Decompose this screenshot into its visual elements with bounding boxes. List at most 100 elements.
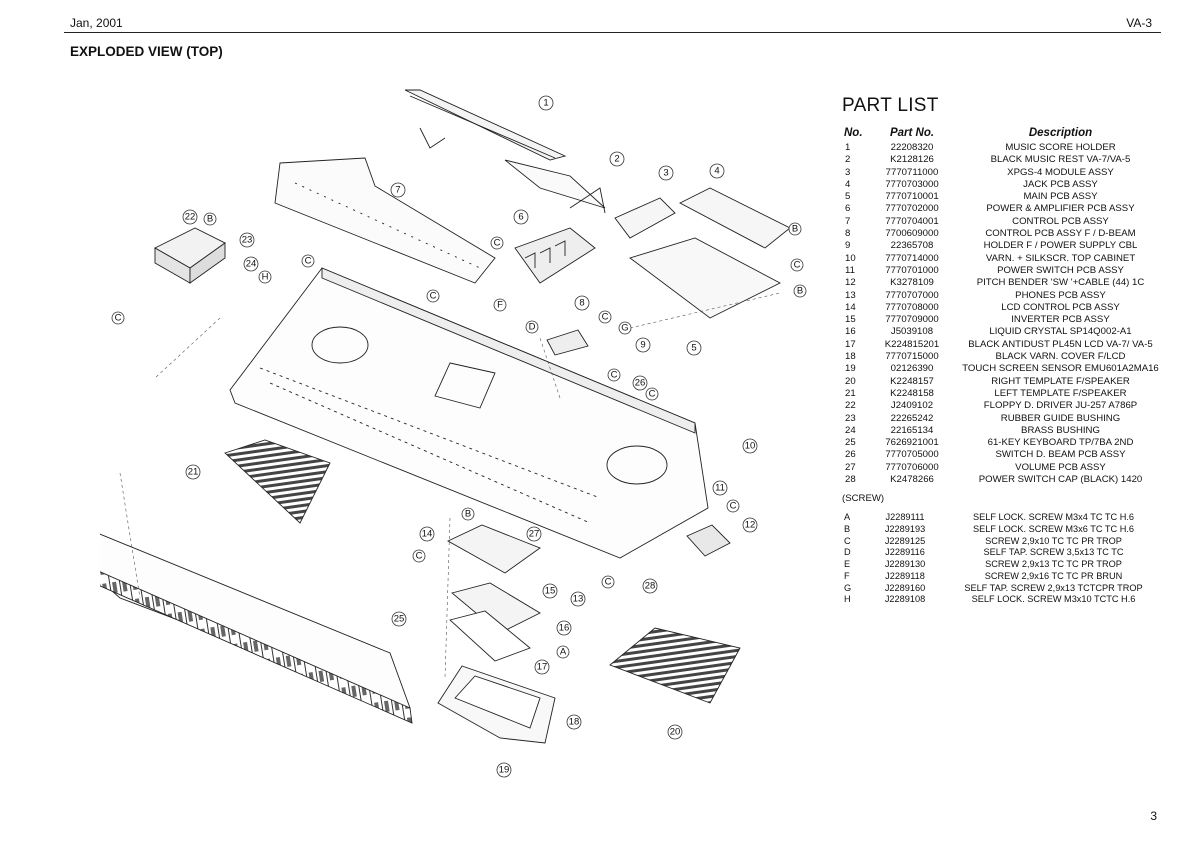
part-code: J2409102 [890,400,934,412]
callout-6: 6 [513,209,529,225]
part-number-index: 13 [845,289,856,301]
part-code: 7770710001 [885,191,939,203]
keyboard-shape [79,529,413,724]
part-description: SELF LOCK. SCREW M3x4 TC TC H.6 [973,512,1134,523]
svg-text:H: H [262,272,269,283]
part-number-index: G [844,582,852,593]
callout-25: 25 [391,611,407,627]
part-code: 7770714000 [885,252,939,264]
lcd-pcb-shape [447,524,541,574]
part-code: 7770707000 [885,289,939,301]
right-grille-shape [609,627,741,704]
part-list-header: No. Part No. Description [842,127,1167,139]
callout-H: H [258,270,272,284]
svg-text:17: 17 [537,662,548,673]
svg-text:C: C [115,313,122,324]
part-description: SCREW 2,9x10 TC TC PR TROP [985,535,1122,546]
svg-text:9: 9 [640,340,645,351]
part-number-index: 17 [845,338,856,350]
callout-C-10: C [412,549,426,563]
part-description: POWER & AMPLIFIER PCB ASSY [986,203,1135,215]
part-code: 02126390 [890,363,934,375]
svg-text:B: B [797,286,803,297]
callout-12: 12 [742,517,758,533]
svg-text:18: 18 [569,717,580,728]
part-description: INVERTER PCB ASSY [1011,314,1110,326]
svg-text:8: 8 [579,298,584,309]
part-list-title: PART LIST [842,95,939,116]
callout-C-5: C [598,310,612,324]
callout-15: 15 [542,583,558,599]
svg-text:20: 20 [670,727,681,738]
svg-text:B: B [792,224,798,235]
part-description: POWER SWITCH PCB ASSY [997,264,1124,276]
part-number-index: 18 [845,351,856,363]
header-model: VA-3 [1126,16,1152,30]
part-number-index: 27 [845,461,856,473]
part-code: 22265242 [890,412,934,424]
callout-28: 28 [642,578,658,594]
part-number-index: A [844,512,851,523]
part-description: LCD CONTROL PCB ASSY [1001,301,1120,313]
part-code: K2478266 [890,474,934,486]
part-code: 7770704001 [885,215,939,227]
part-code: 7770715000 [885,351,939,363]
callout-5: 5 [686,340,702,356]
svg-text:C: C [605,577,612,588]
part-description: LIQUID CRYSTAL SP14Q002-A1 [989,326,1132,338]
callout-21: 21 [185,464,201,480]
part-description: MAIN PCB ASSY [1023,191,1098,203]
callout-C-2: C [301,254,315,268]
svg-text:C: C [611,370,618,381]
part-code: J2289118 [885,570,925,581]
part-code: J2289130 [884,559,926,570]
callout-D: D [525,320,539,334]
part-number-index: 4 [845,178,851,190]
part-code: J2289111 [885,512,925,523]
svg-text:24: 24 [246,259,257,270]
svg-text:10: 10 [745,441,756,452]
callout-22: 22 [182,209,198,225]
part-code: K224815201 [884,338,940,350]
callout-8: 8 [574,295,590,311]
callout-C-4: C [490,236,504,250]
svg-text:C: C [794,260,801,271]
part-number-index: 15 [845,314,856,326]
callout-1: 1 [538,95,554,111]
svg-text:12: 12 [745,520,756,531]
exploded-view-diagram: 1 2 3 4 5 6 7 8 9 10 11 12 13 14 15 16 1… [79,78,820,793]
svg-text:6: 6 [518,212,523,223]
part-number-index: 6 [845,203,851,215]
callout-9: 9 [635,337,651,353]
part-description: XPGS-4 MODULE ASSY [1007,166,1114,178]
part-description: PITCH BENDER 'SW '+CABLE (44) 1C [976,277,1145,289]
part-description: HOLDER F / POWER SUPPLY CBL [983,240,1138,252]
part-number-index: D [844,547,851,558]
xpgs-module-shape [614,197,676,239]
part-description: VARN. + SILKSCR. TOP CABINET [985,252,1136,264]
part-number-index: 22 [845,400,856,412]
svg-text:C: C [649,389,656,400]
exploded-view-svg: 1 2 3 4 5 6 7 8 9 10 11 12 13 14 15 16 1… [79,89,807,778]
svg-text:13: 13 [573,594,584,605]
callout-17: 17 [534,659,550,675]
part-code: 22365708 [890,240,934,252]
screw-list-rows: A J2289111 SELF LOCK. SCREW M3x4 TC TC H.6… [842,512,1167,606]
part-description: BRASS BUSHING [1021,424,1100,436]
part-description: 61-KEY KEYBOARD TP/7BA 2ND [987,437,1134,449]
part-code: 7770708000 [885,301,939,313]
